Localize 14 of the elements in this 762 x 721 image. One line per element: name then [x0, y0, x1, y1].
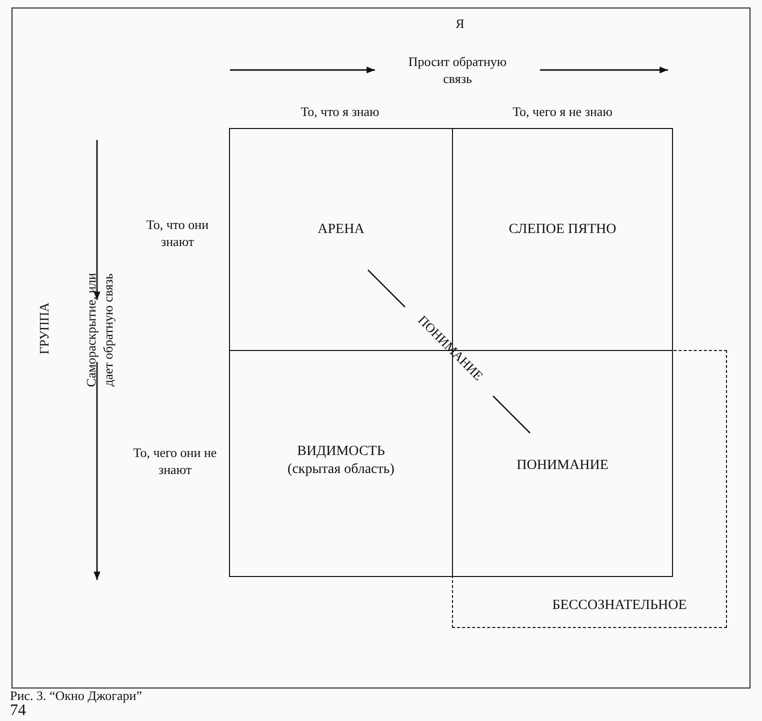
- quadrant-subtitle: (скрытая область): [288, 460, 394, 478]
- quadrant-title: АРЕНА: [318, 221, 364, 238]
- row-header: То, чего они не знают: [132, 445, 218, 479]
- column-header: То, чего я не знаю: [512, 104, 614, 121]
- axis-title: Я: [454, 16, 466, 33]
- quadrant-title: ВИДИМОСТЬ: [297, 443, 385, 460]
- column-header: То, что я знаю: [300, 104, 380, 121]
- axis-label: Самораскрытие, или дает обратную связь: [84, 272, 116, 389]
- row-header: То, что они знают: [145, 217, 210, 251]
- quadrant-title: СЛЕПОЕ ПЯТНО: [508, 221, 616, 238]
- axis-title: ГРУППА: [36, 302, 53, 356]
- axis-label: Просит обратную связь: [407, 54, 508, 88]
- quadrant-title: БЕССОЗНАТЕЛЬНОЕ: [552, 597, 687, 614]
- quadrant-title: ПОНИМАНИЕ: [516, 457, 608, 474]
